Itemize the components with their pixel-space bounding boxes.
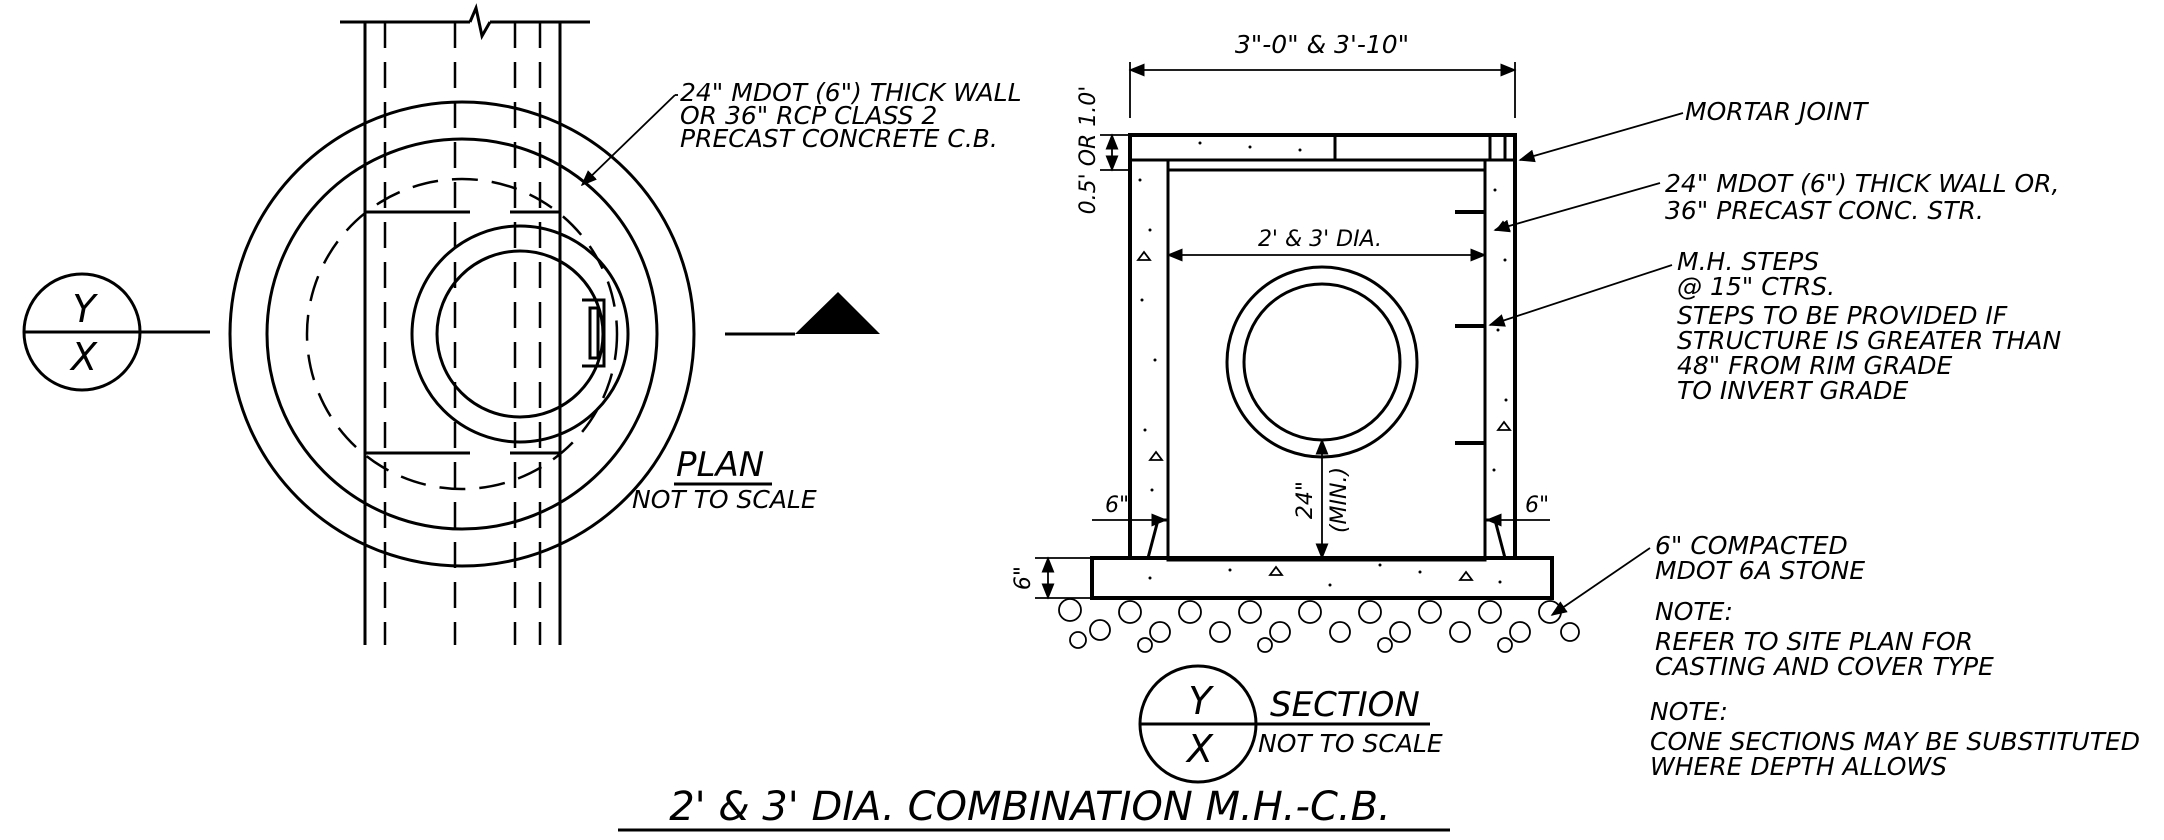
- section-dim-min-sub: (MIN.): [1327, 467, 1352, 533]
- section-marker: Y X SECTION NOT TO SCALE: [1138, 664, 1443, 784]
- plan-scale: NOT TO SCALE: [632, 485, 817, 514]
- section-dim-wall-right: 6": [1525, 493, 1549, 518]
- callout-stone: 6" COMPACTED MDOT 6A STONE: [1655, 531, 1865, 585]
- section-dim-top: 3"-0" & 3'-10": [1235, 30, 1409, 59]
- section-label: SECTION: [1270, 685, 1420, 725]
- section-callout-leaders: [1488, 112, 1684, 616]
- section-dim-min: 24": [1293, 481, 1318, 519]
- section-dim-wall-left: 6": [1105, 493, 1129, 518]
- plan-label: PLAN: [676, 445, 764, 485]
- section-view: 3"-0" & 3'-10": [1011, 30, 1684, 784]
- section-marker-top: Y: [1188, 679, 1214, 723]
- section-stone-bed: [1058, 598, 1580, 653]
- section-dim-inner: 2' & 3' DIA.: [1258, 227, 1382, 252]
- note-2: NOTE: CONE SECTIONS MAY BE SUBSTITUTED W…: [1650, 697, 2148, 781]
- plan-pipe-lines: [340, 3, 590, 645]
- plan-section-arrow: [725, 292, 880, 336]
- plan-base-dashed-circle: [305, 177, 619, 491]
- plan-callout: 24" MDOT (6") THICK WALL OR 36" RCP CLAS…: [680, 78, 1029, 153]
- drawing-title: 2' & 3' DIA. COMBINATION M.H.-C.B.: [669, 784, 1391, 830]
- plan-marker-top: Y: [72, 287, 98, 331]
- plan-marker-bottom: X: [69, 335, 98, 379]
- note-1: NOTE: REFER TO SITE PLAN FOR CASTING AND…: [1655, 597, 1994, 681]
- callout-wall: 24" MDOT (6") THICK WALL OR, 36" PRECAST…: [1665, 169, 2067, 225]
- section-top-dimension: 3"-0" & 3'-10": [1128, 30, 1517, 118]
- plan-step-bracket: [582, 298, 606, 368]
- plan-cone-circle: [410, 224, 630, 444]
- plan-outer-wall-circle: [228, 100, 696, 568]
- section-dim-left-height: 0.5' OR 1.0': [1076, 86, 1101, 215]
- section-pipe-outer: [1225, 265, 1419, 459]
- plan-view: Y X 24" MDOT (6") THICK WALL OR 36" RCP …: [22, 3, 1029, 645]
- plan-opening-circle: [435, 249, 605, 419]
- section-marker-bottom: X: [1185, 727, 1214, 771]
- section-scale: NOT TO SCALE: [1258, 729, 1443, 758]
- plan-inner-wall-circle: [265, 137, 659, 531]
- section-pipe-inner: [1242, 282, 1402, 442]
- section-steps: [1455, 210, 1485, 445]
- callout-steps: M.H. STEPS @ 15" CTRS. STEPS TO BE PROVI…: [1677, 247, 2069, 405]
- callout-mortar-joint: MORTAR JOINT: [1685, 97, 1869, 126]
- section-dim-base: 6": [1011, 566, 1036, 590]
- plan-section-marker: Y X: [22, 272, 210, 392]
- plan-callout-leader: [580, 94, 676, 187]
